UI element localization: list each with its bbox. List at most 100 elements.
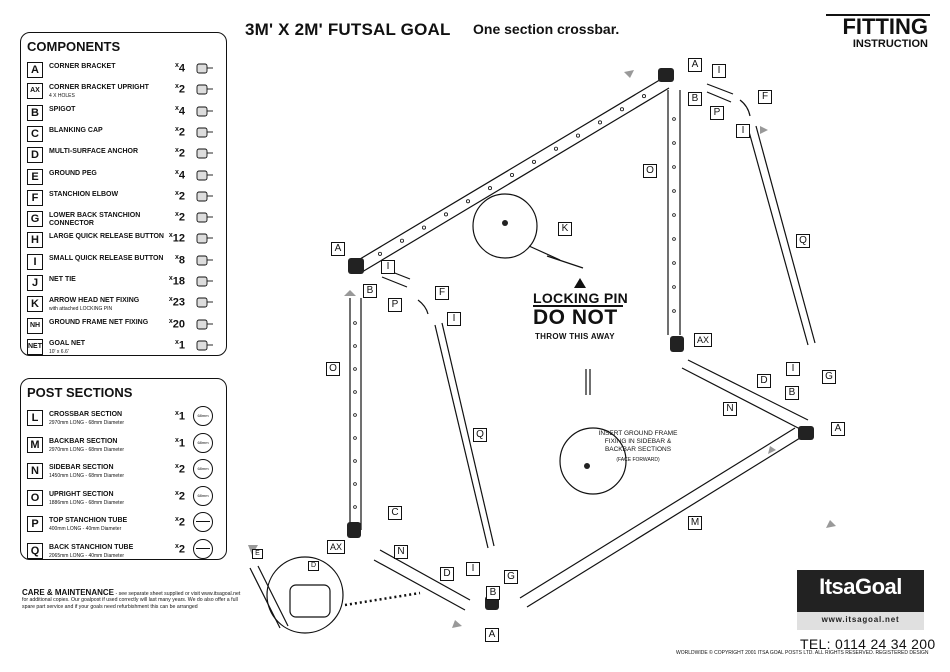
component-name: LARGE QUICK RELEASE BUTTON [49, 233, 164, 241]
corner-bracket-upright-left [347, 522, 361, 538]
direction-arrows [248, 70, 836, 628]
component-quantity: 1 [163, 339, 185, 352]
component-code: H [27, 232, 43, 249]
component-name: STANCHION ELBOW [49, 190, 119, 198]
net-fixing-dot [576, 133, 581, 138]
diagram-part-label: Q [473, 428, 487, 442]
large-button-icon [196, 233, 213, 244]
crossbar-tube-bottom [361, 87, 670, 273]
component-quantity: 4 [163, 62, 185, 75]
net-fixing-dot [353, 321, 357, 325]
net-tie-icon [196, 276, 213, 287]
diagram-part-label: AX [694, 333, 712, 347]
component-code: NET [27, 338, 43, 355]
left-stanchion-edge-b [441, 322, 495, 547]
diagram-part-label: N [394, 545, 408, 559]
net-fixing-dot [353, 482, 357, 486]
itsagoal-logo: ItsaGoal www.itsagoal.net [797, 570, 924, 630]
net-fixing-dot [353, 344, 357, 348]
post-detail: 2065mm LONG - 40mm Diameter [49, 552, 125, 559]
goal-net-icon [196, 340, 213, 351]
post-code: M [27, 436, 43, 453]
component-code: A [27, 62, 43, 78]
net-fixing-dot [353, 413, 357, 417]
component-quantity: 2 [163, 83, 185, 96]
backbar-edge-b [526, 437, 801, 608]
diagram-part-label: I [466, 562, 480, 576]
component-quantity: 2 [163, 190, 185, 202]
right-stanchion-edge-b [755, 125, 816, 344]
anchor-icon [196, 148, 213, 159]
logo-url: www.itsagoal.net [821, 615, 900, 624]
post-detail: 1450mm LONG - 68mm Diameter [49, 473, 125, 479]
component-quantity: 4 [163, 169, 185, 181]
post-cross-section-icon: 68mm [193, 432, 213, 453]
net-fixing-dot [672, 141, 676, 145]
component-quantity: 2 [163, 147, 185, 160]
right-sidebar-edge-b [687, 359, 809, 421]
corner-bracket-top-right [658, 68, 674, 82]
post-cross-section-icon: 68mm [193, 459, 213, 479]
component-name: BLANKING CAP [49, 126, 103, 134]
net-fixing-dot [399, 238, 404, 243]
diagram-part-label: B [486, 586, 500, 600]
document-title: 3M' X 2M' FUTSAL GOAL [245, 20, 451, 39]
component-name: MULTI-SURFACE ANCHOR [49, 148, 139, 156]
diagram-part-label: C [388, 506, 402, 520]
component-row: I SMALL QUICK RELEASE BUTTON8 [27, 253, 223, 271]
post-code: N [27, 463, 43, 479]
post-sections-heading: POST SECTIONS [27, 385, 133, 400]
corner-bracket-top-left [348, 258, 364, 274]
diagram-part-label: F [435, 286, 449, 300]
diagram-part-label: O [643, 164, 657, 178]
diagram-part-label: A [331, 242, 345, 256]
component-code: J [27, 275, 43, 291]
component-quantity: 12 [163, 232, 185, 245]
diagram-part-label: M [688, 516, 702, 530]
diagram-part-label: E [252, 549, 263, 559]
corner-bracket-icon [196, 63, 213, 74]
diagram-part-label: O [326, 362, 340, 376]
net-fixing-dot [421, 225, 426, 230]
diagram-part-label: B [785, 386, 799, 400]
net-fixing-dot [353, 505, 357, 509]
component-code: K [27, 296, 43, 313]
component-code: B [27, 104, 43, 121]
component-code: I [27, 253, 43, 270]
diagram-part-label: I [736, 124, 750, 138]
net-fixing-dot [620, 107, 625, 112]
component-quantity: 8 [163, 254, 185, 266]
net-fixing-dot [554, 146, 559, 151]
diagram-part-label: F [758, 90, 772, 104]
component-name: LOWER BACK STANCHION CONNECTOR [49, 212, 141, 228]
component-name: SMALL QUICK RELEASE BUTTON [49, 254, 164, 262]
net-fixing-dot [465, 199, 470, 204]
net-fixing-dot [642, 94, 647, 99]
diagram-part-label: N [723, 402, 737, 416]
net-fixing-dot [672, 261, 676, 265]
component-detail: with attached LOCKING PIN [49, 306, 113, 313]
post-detail: 2970mm LONG - 68mm Diameter [49, 420, 125, 426]
logo-wordmark: ItsaGoal [819, 574, 902, 599]
arrow-head-fixing-icon [196, 297, 213, 308]
post-detail: 400mm LONG - 40mm Diameter [49, 526, 122, 532]
net-fixing-dot [672, 117, 676, 121]
ground-frame-fixing-icon [196, 319, 213, 330]
net-fixing-dot [353, 390, 357, 394]
component-quantity: 20 [163, 318, 185, 330]
diagram-part-label: B [363, 284, 377, 298]
net-fixing-dot [672, 309, 676, 313]
component-name: GROUND FRAME NET FIXING [49, 318, 149, 326]
component-code: F [27, 189, 43, 206]
diagram-part-label: I [447, 312, 461, 326]
net-fixing-dot [598, 120, 603, 125]
